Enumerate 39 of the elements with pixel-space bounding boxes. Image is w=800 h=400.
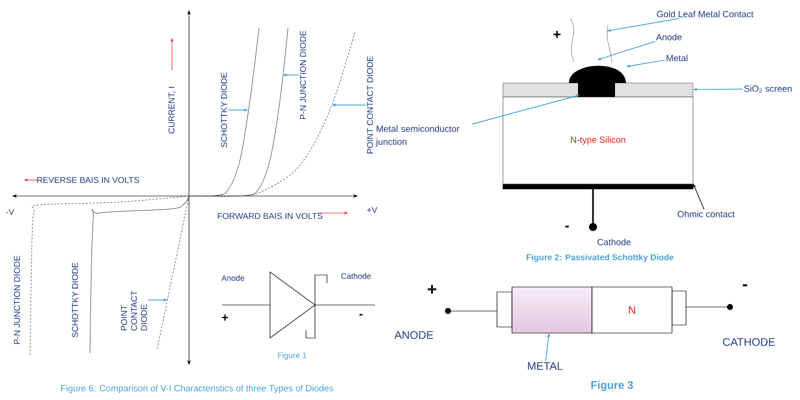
callout-label: Anode bbox=[656, 34, 682, 40]
curve-label: POINT CONTACT DIODE bbox=[121, 290, 147, 331]
lead-wire bbox=[570, 18, 612, 62]
silicon-body: N-type Silicon bbox=[502, 96, 694, 184]
polarity-sign: + bbox=[554, 30, 561, 38]
characteristic-curve bbox=[188, 32, 356, 197]
polarity-sign: + bbox=[222, 314, 228, 321]
terminal-label: ANODE bbox=[394, 331, 434, 339]
polarity-sign: - bbox=[565, 226, 569, 228]
terminal-label: Cathode bbox=[341, 273, 371, 279]
figure-caption: Figure 3 bbox=[591, 380, 633, 392]
polarity-sign: - bbox=[359, 314, 363, 316]
metal-contact bbox=[569, 66, 626, 97]
axis-label: REVERSE BAIS IN VOLTS bbox=[37, 177, 140, 183]
axis-label: FORWARD BAIS IN VOLTS bbox=[218, 213, 322, 219]
axis-label: +V bbox=[367, 207, 378, 213]
callout-label: SiO$_{2}$ screen bbox=[744, 85, 792, 93]
terminal-label: CATHODE bbox=[723, 338, 775, 346]
axis-label: CURRENT, I bbox=[168, 86, 176, 134]
figure-caption: Figure 1 bbox=[278, 352, 306, 360]
axis-label: -V bbox=[6, 209, 14, 215]
callout-label: Metal bbox=[666, 54, 688, 62]
polarity-sign: + bbox=[428, 285, 436, 294]
polarity-sign: - bbox=[742, 284, 748, 286]
curve-label: P-N JUNCTION DIODE bbox=[14, 256, 20, 344]
ohmic-contact-plate bbox=[502, 184, 694, 190]
terminal-label: Anode bbox=[221, 275, 244, 281]
curve-label: SCHOTTKY DIODE bbox=[72, 262, 78, 338]
curve-label: POINT CONTACT DIODE bbox=[367, 56, 373, 154]
characteristic-curve bbox=[156, 196, 190, 350]
terminal-label: Cathode bbox=[597, 238, 631, 246]
callout-label: Metal semiconductor junction bbox=[376, 125, 460, 147]
callout-label: METAL bbox=[528, 362, 563, 370]
figure-caption: Figure 2: Passivated Schottky Diode bbox=[526, 254, 674, 262]
metal-segment bbox=[512, 286, 592, 334]
figure-caption: Figure 6: Comparison of V-I Characteristics of three Types of Diodes bbox=[61, 384, 334, 394]
curve-label: SCHOTTKY DIODE bbox=[221, 72, 227, 148]
callout-label: Ohmic contact bbox=[678, 210, 735, 218]
callout-label: Gold Leaf Metal Contact bbox=[656, 10, 754, 18]
